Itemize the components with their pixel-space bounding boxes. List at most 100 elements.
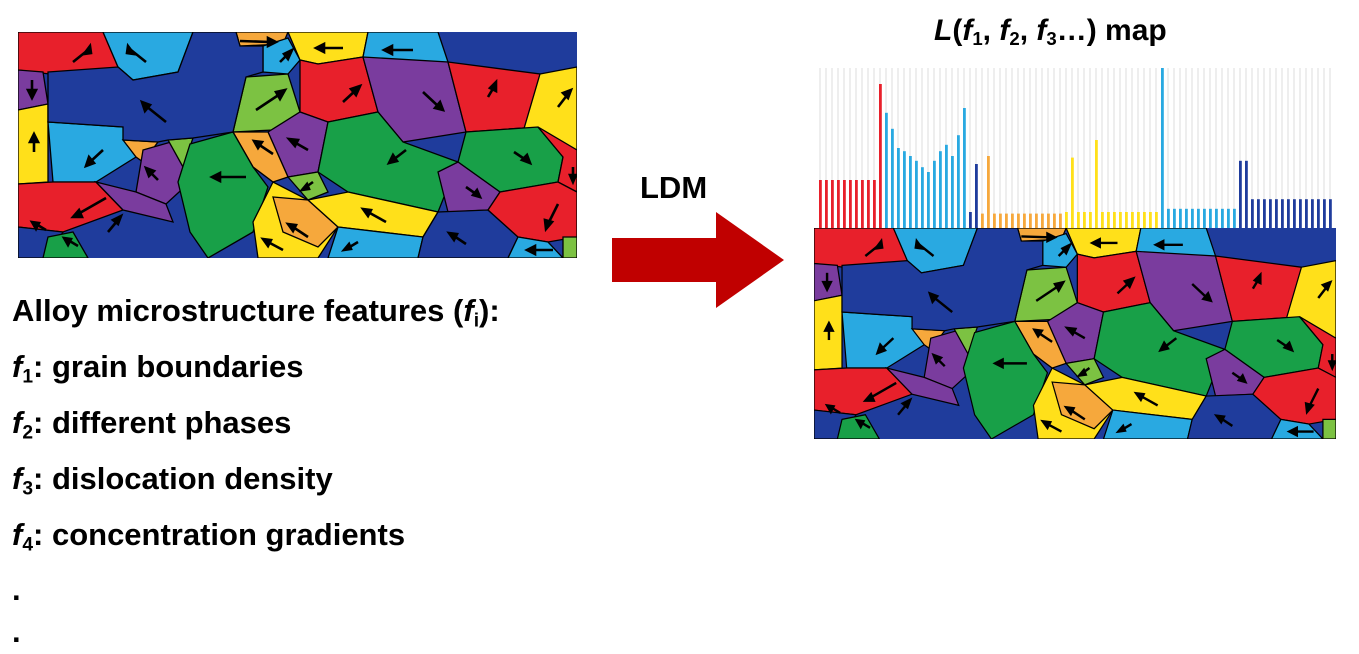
feature-symbol: f: [12, 404, 23, 440]
feature-list-heading: Alloy microstructure features (fi):: [12, 288, 500, 344]
ellipsis-dot: .: [12, 613, 21, 649]
profile-bar: [1305, 199, 1308, 228]
profile-bar: [1293, 199, 1296, 228]
title-separator: ,: [982, 14, 1000, 47]
profile-bar: [1143, 212, 1146, 228]
feature-index: 3: [22, 478, 34, 499]
profile-bar: [1137, 212, 1140, 228]
profile-bar: [1203, 208, 1206, 228]
profile-bar: [999, 213, 1002, 228]
profile-bar: [921, 167, 924, 228]
profile-bar: [819, 180, 822, 228]
profile-bar: [1059, 213, 1062, 228]
profile-bar: [1089, 212, 1092, 228]
heading-subscript: i: [473, 310, 480, 332]
profile-bar: [1317, 199, 1320, 228]
profile-bar: [1245, 160, 1248, 228]
profile-bar: [1215, 208, 1218, 228]
profile-bar: [831, 180, 834, 228]
title-symbol: f: [1036, 14, 1047, 47]
profile-bar: [1005, 213, 1008, 228]
profile-bar: [1161, 68, 1164, 228]
profile-bar: [897, 148, 900, 228]
profile-bar: [945, 144, 948, 228]
heading-suffix: ):: [479, 293, 500, 328]
profile-bar: [855, 180, 858, 228]
title-symbol: f: [962, 14, 973, 47]
profile-bar: [873, 180, 876, 228]
feature-item: f1: grain boundaries: [12, 344, 500, 400]
title-subscript: 3: [1046, 28, 1057, 50]
profile-bar: [1239, 160, 1242, 228]
profile-bar: [915, 160, 918, 228]
arrow-shape: [612, 212, 784, 308]
profile-bar: [1035, 213, 1038, 228]
profile-bar: [1281, 199, 1284, 228]
ellipsis-dot: .: [12, 572, 21, 608]
title-paren: (: [952, 14, 963, 47]
profile-bar: [1047, 213, 1050, 228]
profile-bar: [1119, 212, 1122, 228]
feature-symbol: f: [12, 460, 23, 496]
profile-bar: [1065, 212, 1068, 228]
title-subscript: 1: [972, 28, 983, 50]
feature-item: f3: dislocation density: [12, 456, 500, 512]
feature-text: : different phases: [33, 404, 292, 440]
profile-bar: [1323, 199, 1326, 228]
profile-bar: [891, 128, 894, 228]
title-L: L: [934, 14, 953, 47]
feature-text: : dislocation density: [33, 460, 333, 496]
profile-bar: [1029, 213, 1032, 228]
feature-index: 1: [22, 366, 34, 388]
profile-bar: [1185, 208, 1188, 228]
feature-symbol: f: [12, 348, 23, 384]
profile-bar: [981, 213, 984, 228]
profile-bar: [969, 212, 972, 228]
feature-index: 4: [22, 533, 34, 555]
profile-bar: [909, 156, 912, 228]
profile-bar: [1257, 199, 1260, 228]
transform-arrow: [612, 212, 788, 308]
profile-bar: [885, 112, 888, 228]
profile-bar: [861, 180, 864, 228]
profile-bar: [1251, 199, 1254, 228]
grain-arrows: [25, 35, 577, 257]
profile-bar: [1023, 213, 1026, 228]
profile-bar: [1011, 213, 1014, 228]
profile-bar: [1299, 199, 1302, 228]
feature-list: Alloy microstructure features (fi): f1: …: [12, 288, 500, 654]
profile-bar: [1095, 140, 1098, 228]
title-rest: …) map: [1056, 14, 1167, 47]
ldm-microstructure-map: [814, 228, 1336, 439]
profile-bar: [1107, 212, 1110, 228]
profile-bar: [1209, 208, 1212, 228]
profile-bar: [1263, 199, 1266, 228]
profile-bar: [1197, 208, 1200, 228]
profile-bar: [1101, 212, 1104, 228]
profile-bar: [1071, 157, 1074, 228]
profile-bar: [1221, 208, 1224, 228]
title-separator: ,: [1019, 14, 1037, 47]
profile-bar: [1149, 212, 1152, 228]
profile-bar: [1131, 212, 1134, 228]
profile-bar: [939, 151, 942, 228]
ldm-profile-bars: [818, 68, 1334, 228]
microstructure-image: [18, 32, 577, 258]
heading-text: Alloy microstructure features (: [12, 293, 464, 328]
profile-bar: [1191, 208, 1194, 228]
profile-bar: [933, 160, 936, 228]
profile-bar: [975, 164, 978, 228]
feature-index: 2: [22, 422, 34, 444]
profile-bar: [1227, 208, 1230, 228]
profile-bar: [1041, 213, 1044, 228]
profile-bar: [1269, 199, 1272, 228]
profile-bar: [1155, 212, 1158, 228]
profile-bar: [993, 213, 996, 228]
profile-bar: [1173, 208, 1176, 228]
profile-bar: [1077, 212, 1080, 228]
profile-bar: [1167, 208, 1170, 228]
grain-arrows: [821, 231, 1336, 438]
profile-bar: [837, 180, 840, 228]
feature-item: f2: different phases: [12, 400, 500, 456]
profile-bar: [1179, 208, 1182, 228]
